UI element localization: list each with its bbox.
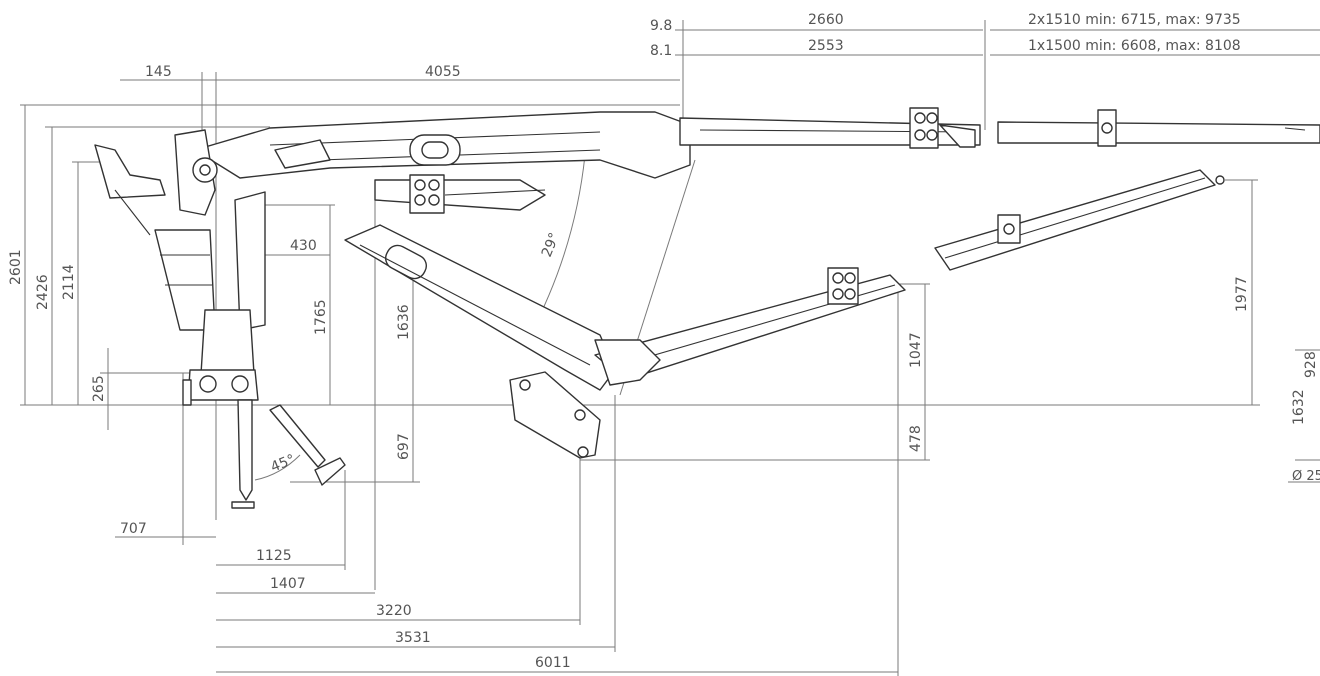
label-430: 430	[290, 238, 317, 254]
label-1x1500: 1x1500 min: 6608, max: 8108	[1028, 38, 1241, 54]
label-2601: 2601	[8, 249, 24, 285]
label-1636: 1636	[396, 304, 412, 340]
label-3531: 3531	[395, 630, 431, 646]
angle-45-label: 45°	[269, 452, 298, 476]
label-6011: 6011	[535, 655, 571, 671]
label-1765: 1765	[313, 299, 329, 335]
label-4055: 4055	[425, 64, 461, 80]
label-1977: 1977	[1234, 276, 1250, 312]
label-2x1510: 2x1510 min: 6715, max: 9735	[1028, 12, 1241, 28]
label-9-8: 9.8	[650, 18, 672, 34]
diameter-label: Ø 250	[1292, 469, 1320, 484]
angle-29-label: 29°	[539, 230, 563, 259]
label-697: 697	[396, 433, 412, 460]
label-707: 707	[120, 521, 147, 537]
label-478: 478	[908, 425, 924, 452]
label-2426: 2426	[35, 274, 51, 310]
label-1125: 1125	[256, 548, 292, 564]
crane-machine	[94, 107, 1320, 509]
label-1632: 1632	[1291, 389, 1307, 425]
dimension-labels: 9.8 8.1 2660 2553 2x1510 min: 6715, max:…	[8, 12, 1320, 671]
label-3220: 3220	[376, 603, 412, 619]
label-2553: 2553	[808, 38, 844, 54]
label-265: 265	[91, 375, 107, 402]
label-8-1: 8.1	[650, 43, 672, 59]
label-928: 928	[1303, 351, 1319, 378]
label-145: 145	[145, 64, 172, 80]
label-2114: 2114	[61, 264, 77, 300]
label-1407: 1407	[270, 576, 306, 592]
label-2660: 2660	[808, 12, 844, 28]
label-1047: 1047	[908, 332, 924, 368]
